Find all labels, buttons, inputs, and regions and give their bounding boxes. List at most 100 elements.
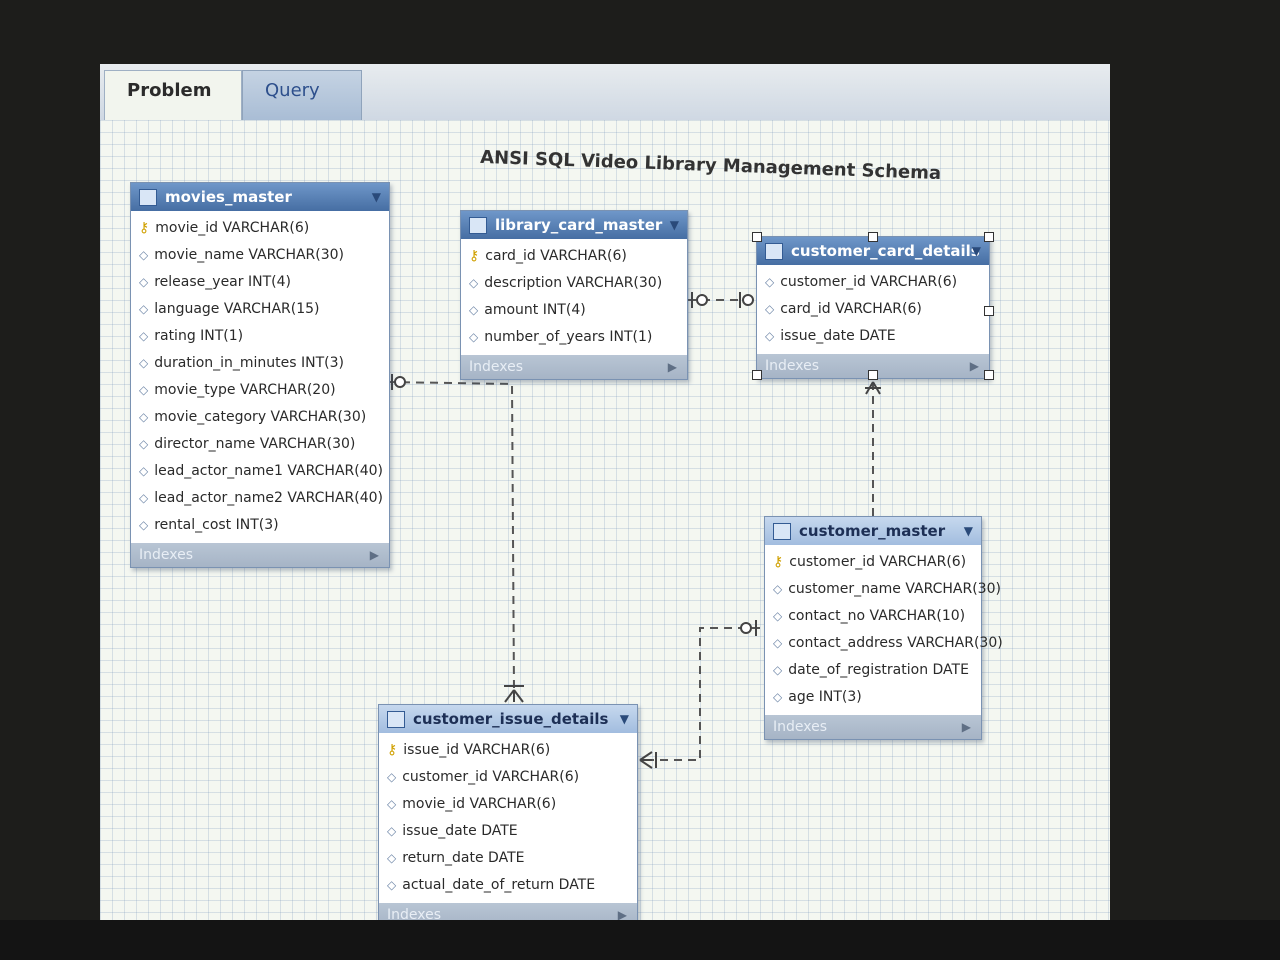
table-library-card-master[interactable]: library_card_master ▼ ⚷card_id VARCHAR(6…: [460, 210, 688, 380]
diamond-icon: ◇: [139, 410, 149, 424]
column-text: duration_in_minutes INT(3): [154, 355, 345, 371]
table-customer-issue-details[interactable]: customer_issue_details ▼ ⚷issue_id VARCH…: [378, 704, 638, 926]
indexes-section[interactable]: Indexes ▶: [131, 543, 389, 567]
diamond-icon: ◇: [387, 851, 397, 865]
column-row[interactable]: ◇movie_type VARCHAR(20): [131, 377, 389, 404]
column-text: issue_date DATE: [402, 823, 518, 839]
column-row[interactable]: ◇ return_date DATE: [379, 845, 637, 872]
tab-problem[interactable]: Problem: [104, 70, 242, 120]
selection-handle[interactable]: [868, 232, 878, 242]
chevron-down-icon[interactable]: ▼: [371, 190, 381, 204]
table-icon: [773, 523, 791, 540]
table-name: customer_issue_details: [413, 710, 609, 728]
column-row[interactable]: ◇description VARCHAR(30): [461, 270, 687, 297]
chevron-down-icon[interactable]: ▼: [971, 244, 981, 258]
column-text: return_date DATE: [402, 850, 525, 866]
tab-query[interactable]: Query: [242, 70, 362, 120]
column-row[interactable]: ◇lead_actor_name2 VARCHAR(40): [131, 485, 389, 512]
column-row[interactable]: ◇director_name VARCHAR(30): [131, 431, 389, 458]
column-row[interactable]: ◇customer_id VARCHAR(6): [379, 764, 637, 791]
column-row[interactable]: ◇actual_date_of_return DATE: [379, 872, 637, 899]
play-icon[interactable]: ▶: [617, 908, 627, 922]
column-text: contact_address VARCHAR(30): [788, 635, 1003, 651]
column-row[interactable]: ◇language VARCHAR(15): [131, 296, 389, 323]
selection-handle[interactable]: [984, 306, 994, 316]
table-header[interactable]: customer_master ▼: [765, 517, 981, 545]
column-text: rating INT(1): [154, 328, 244, 344]
play-icon[interactable]: ▶: [667, 360, 677, 374]
diamond-icon: ◇: [773, 636, 783, 650]
table-movies-master[interactable]: movies_master ▼ ⚷movie_id VARCHAR(6) ◇mo…: [130, 182, 390, 568]
rel-customer-issue: [640, 627, 760, 761]
table-header[interactable]: library_card_master ▼: [461, 211, 687, 239]
play-icon[interactable]: ▶: [369, 548, 379, 562]
play-icon[interactable]: ▶: [961, 720, 971, 734]
indexes-label: Indexes: [469, 359, 524, 375]
column-list: ⚷issue_id VARCHAR(6) ◇customer_id VARCHA…: [379, 733, 637, 903]
column-row[interactable]: ◇rental_cost INT(3): [131, 512, 389, 539]
table-header[interactable]: customer_issue_details ▼: [379, 705, 637, 733]
column-row[interactable]: ◇ duration_in_minutes INT(3): [131, 350, 389, 377]
selection-handle[interactable]: [752, 370, 762, 380]
table-icon: [765, 243, 783, 260]
diamond-icon: ◇: [139, 275, 149, 289]
diamond-icon: ◇: [469, 330, 479, 344]
column-row[interactable]: ◇ movie_category VARCHAR(30): [131, 404, 389, 431]
column-list: ◇customer_id VARCHAR(6) ◇card_id VARCHAR…: [757, 265, 989, 354]
indexes-section[interactable]: Indexes ▶: [461, 355, 687, 379]
column-row[interactable]: ⚷customer_id VARCHAR(6): [765, 549, 981, 576]
table-header[interactable]: movies_master ▼: [131, 183, 389, 211]
column-row[interactable]: ◇age INT(3): [765, 684, 981, 711]
diamond-icon: ◇: [139, 356, 149, 370]
selection-handle[interactable]: [868, 370, 878, 380]
selection-handle[interactable]: [752, 232, 762, 242]
diamond-icon: ◇: [387, 824, 397, 838]
chevron-down-icon[interactable]: ▼: [619, 712, 629, 726]
column-list: ⚷card_id VARCHAR(6) ◇description VARCHAR…: [461, 239, 687, 355]
diamond-icon: ◇: [765, 329, 775, 343]
column-row[interactable]: ◇issue_date DATE: [757, 323, 989, 350]
column-text: card_id VARCHAR(6): [485, 248, 627, 264]
column-text: movie_id VARCHAR(6): [402, 796, 557, 812]
table-name: movies_master: [165, 188, 292, 206]
diamond-icon: ◇: [773, 663, 783, 677]
selection-handle[interactable]: [984, 370, 994, 380]
indexes-label: Indexes: [773, 719, 828, 735]
column-list: ⚷movie_id VARCHAR(6) ◇movie_name VARCHAR…: [131, 211, 389, 543]
column-row[interactable]: ◇amount INT(4): [461, 297, 687, 324]
column-row[interactable]: ◇card_id VARCHAR(6): [757, 296, 989, 323]
column-row[interactable]: ◇ issue_date DATE: [379, 818, 637, 845]
column-text: director_name VARCHAR(30): [154, 436, 356, 452]
diamond-icon: ◇: [139, 329, 149, 343]
column-row[interactable]: ◇customer_name VARCHAR(30): [765, 576, 1001, 603]
column-text: card_id VARCHAR(6): [780, 301, 922, 317]
play-icon[interactable]: ▶: [969, 359, 979, 373]
selection-handle[interactable]: [984, 232, 994, 242]
column-row[interactable]: ◇lead_actor_name1 VARCHAR(40): [131, 458, 389, 485]
chevron-down-icon[interactable]: ▼: [963, 524, 973, 538]
column-text: customer_id VARCHAR(6): [780, 274, 958, 290]
er-diagram-canvas[interactable]: ANSI SQL Video Library Management Schema: [100, 120, 1110, 926]
table-customer-card-details[interactable]: customer_card_details ▼ ◇customer_id VAR…: [756, 236, 990, 379]
column-row[interactable]: ◇release_year INT(4): [131, 269, 389, 296]
column-row[interactable]: ⚷card_id VARCHAR(6): [461, 243, 687, 270]
column-row[interactable]: ⚷movie_id VARCHAR(6): [131, 215, 389, 242]
column-row[interactable]: ◇contact_no VARCHAR(10): [765, 603, 981, 630]
table-customer-master[interactable]: customer_master ▼ ⚷customer_id VARCHAR(6…: [764, 516, 1003, 740]
column-text: issue_id VARCHAR(6): [403, 742, 551, 758]
indexes-section[interactable]: Indexes ▶: [765, 715, 981, 739]
column-row[interactable]: ◇customer_id VARCHAR(6): [757, 269, 989, 296]
column-row[interactable]: ⚷issue_id VARCHAR(6): [379, 737, 637, 764]
chevron-down-icon[interactable]: ▼: [669, 218, 679, 232]
column-text: movie_category VARCHAR(30): [154, 409, 367, 425]
column-row[interactable]: ◇number_of_years INT(1): [461, 324, 687, 351]
column-row[interactable]: ◇movie_name VARCHAR(30): [131, 242, 389, 269]
column-row[interactable]: ◇ contact_address VARCHAR(30): [765, 630, 1003, 657]
indexes-label: Indexes: [387, 907, 442, 923]
column-text: movie_id VARCHAR(6): [155, 220, 310, 236]
table-icon: [387, 711, 405, 728]
diamond-icon: ◇: [773, 609, 783, 623]
column-row[interactable]: ◇ rating INT(1): [131, 323, 389, 350]
column-row[interactable]: ◇date_of_registration DATE: [765, 657, 981, 684]
column-row[interactable]: ◇movie_id VARCHAR(6): [379, 791, 637, 818]
